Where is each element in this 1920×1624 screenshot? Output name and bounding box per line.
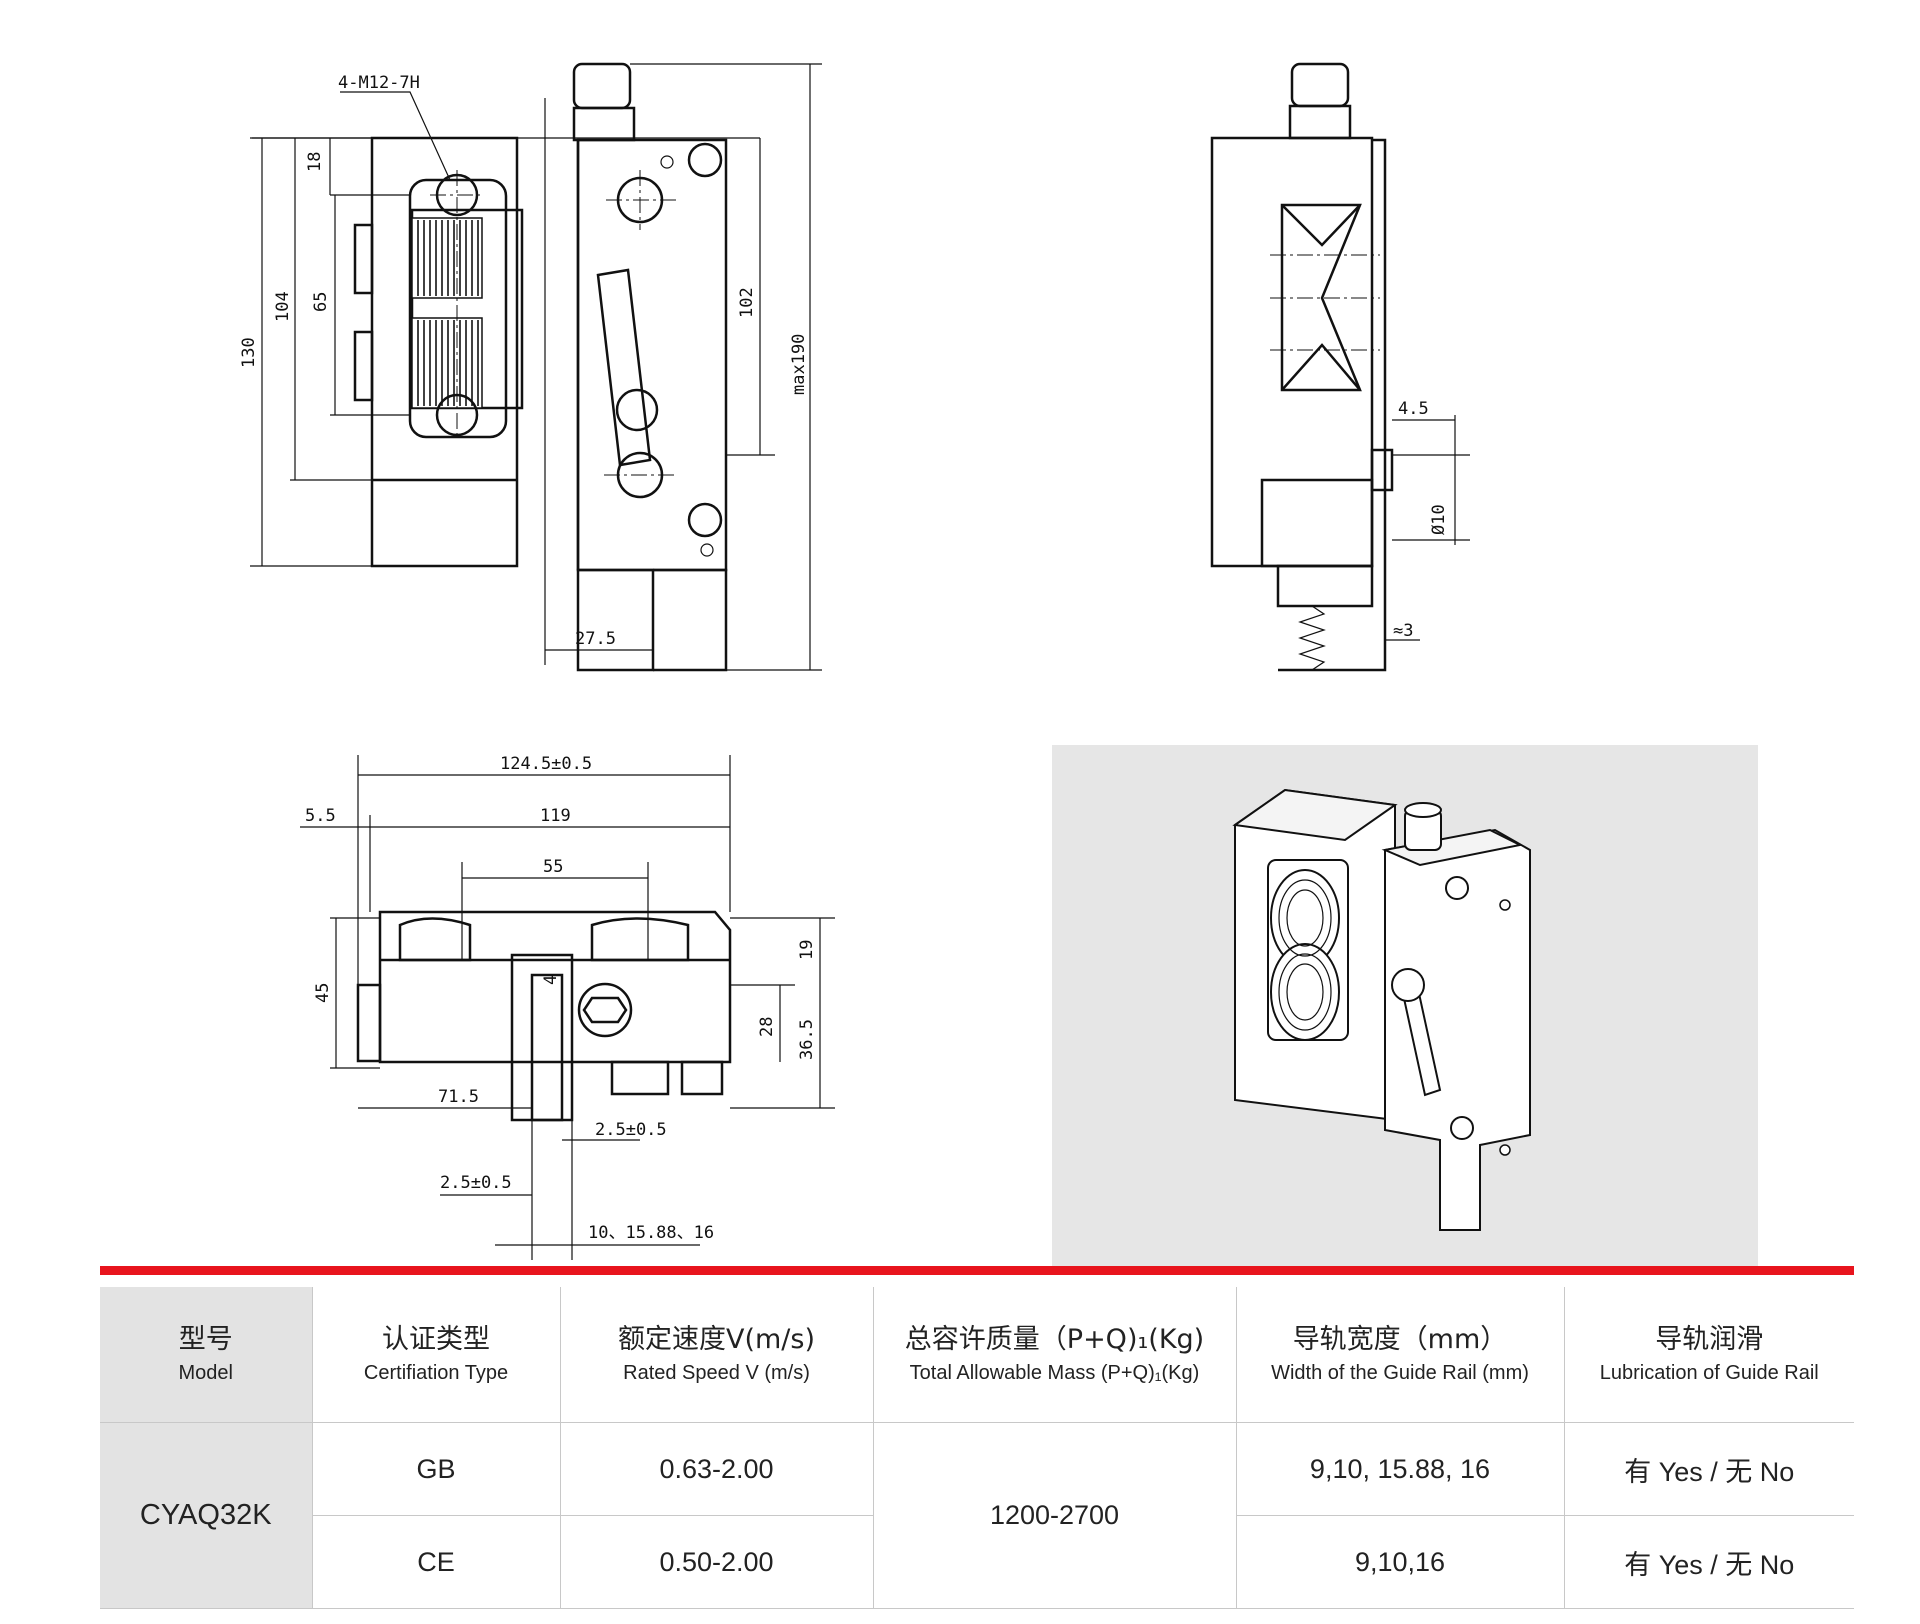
cell-lubrication: 有 Yes / 无 No xyxy=(1564,1515,1854,1609)
dim-18: 18 xyxy=(305,152,325,172)
header-zh: 导轨宽度（mm） xyxy=(1292,1323,1508,1355)
spec-table: 型号 Model 认证类型 Certifiation Type 额定速度V(m/… xyxy=(100,1287,1854,1609)
table-row: CE 0.50-2.00 9,10,16 有 Yes / 无 No xyxy=(100,1515,1854,1609)
dim-102: 102 xyxy=(737,287,757,318)
table-row: CYAQ32K GB 0.63-2.00 1200-2700 9,10, 15.… xyxy=(100,1422,1854,1609)
top-view: 124.5±0.5 5.5 119 55 45 19 28 36.5 71.5 … xyxy=(300,754,835,1260)
dim-4: 4 xyxy=(541,975,561,985)
dim-dia10: Ø10 xyxy=(1429,504,1449,535)
front-view: 4-M12-7H 18 104 65 130 102 max190 27.5 xyxy=(239,62,822,672)
cell-mass: 1200-2700 xyxy=(873,1422,1237,1609)
header-total-mass: 总容许质量（P+Q)₁(Kg) Total Allowable Mass (P+… xyxy=(873,1287,1237,1423)
header-zh: 总容许质量（P+Q)₁(Kg) xyxy=(904,1323,1205,1355)
header-en: Certifiation Type xyxy=(363,1361,509,1384)
header-model: 型号 Model xyxy=(100,1287,313,1423)
header-rated-speed: 额定速度V(m/s) Rated Speed V (m/s) xyxy=(560,1287,874,1423)
header-en: Rated Speed V (m/s) xyxy=(623,1361,810,1384)
cell-speed: 0.63-2.00 xyxy=(560,1422,874,1516)
dim-124-5: 124.5±0.5 xyxy=(500,754,592,774)
header-en: Lubrication of Guide Rail xyxy=(1599,1361,1819,1384)
cell-width: 9,10, 15.88, 16 xyxy=(1236,1422,1565,1516)
dim-19: 19 xyxy=(797,940,817,960)
header-zh: 导轨润滑 xyxy=(1655,1323,1764,1355)
dim-rail-widths: 10、15.88、16 xyxy=(588,1223,714,1243)
dim-5-5: 5.5 xyxy=(305,806,336,826)
dim-65: 65 xyxy=(311,292,331,312)
dim-104: 104 xyxy=(273,291,293,322)
header-zh: 型号 xyxy=(178,1323,233,1355)
dim-45: 45 xyxy=(313,983,333,1003)
cell-model: CYAQ32K xyxy=(100,1422,313,1609)
dim-4-5: 4.5 xyxy=(1398,399,1429,419)
dim-28: 28 xyxy=(757,1017,777,1037)
header-en: Model xyxy=(178,1361,233,1384)
red-divider xyxy=(100,1266,1854,1275)
dim-119: 119 xyxy=(540,806,571,826)
cell-cert: CE xyxy=(312,1515,561,1609)
dim-130: 130 xyxy=(239,337,259,368)
dim-thread: 4-M12-7H xyxy=(338,73,420,93)
cell-cert: GB xyxy=(312,1422,561,1516)
product-illustration xyxy=(1052,745,1758,1275)
dim-36-5: 36.5 xyxy=(797,1019,817,1060)
header-en: Width of the Guide Rail (mm) xyxy=(1271,1361,1529,1384)
dim-27-5: 27.5 xyxy=(575,629,616,649)
header-zh: 额定速度V(m/s) xyxy=(617,1323,815,1355)
dim-71-5: 71.5 xyxy=(438,1087,479,1107)
header-zh: 认证类型 xyxy=(382,1323,490,1355)
header-rail-width: 导轨宽度（mm） Width of the Guide Rail (mm) xyxy=(1236,1287,1565,1423)
cell-speed: 0.50-2.00 xyxy=(560,1515,874,1609)
header-certification: 认证类型 Certifiation Type xyxy=(312,1287,561,1423)
dim-2-5-a: 2.5±0.5 xyxy=(595,1120,667,1140)
header-lubrication: 导轨润滑 Lubrication of Guide Rail xyxy=(1564,1287,1854,1423)
cell-lubrication: 有 Yes / 无 No xyxy=(1564,1422,1854,1516)
roller-fins xyxy=(411,217,483,409)
dim-55: 55 xyxy=(543,857,563,877)
table-header-row: 型号 Model 认证类型 Certifiation Type 额定速度V(m/… xyxy=(100,1287,1854,1423)
header-en: Total Allowable Mass (P+Q)₁(Kg) xyxy=(909,1361,1200,1384)
dim-max190: max190 xyxy=(789,334,809,395)
side-view: 4.5 Ø10 ≈3 xyxy=(1210,62,1470,672)
dim-3: ≈3 xyxy=(1393,621,1413,641)
cell-width: 9,10,16 xyxy=(1236,1515,1565,1609)
dim-2-5-b: 2.5±0.5 xyxy=(440,1173,512,1193)
